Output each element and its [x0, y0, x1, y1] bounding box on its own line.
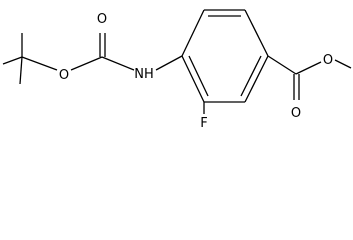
atom-o-ester-methoxy: O	[323, 53, 333, 68]
bond-nh-ring	[155, 55, 183, 71]
structure-canvas: O O NH F O O	[2, 9, 352, 131]
atom-nh: NH	[134, 67, 154, 82]
carbamate-group: O O NH	[59, 12, 183, 83]
bond-tbu-c-ch3-bottom	[19, 56, 23, 85]
fluoro-substituent: F	[200, 102, 208, 131]
atom-f: F	[200, 116, 207, 131]
benzene-ring	[181, 9, 269, 103]
bond-o-methyl	[334, 59, 352, 69]
ring-bond-3	[244, 9, 269, 57]
atom-o-carbamate-carbonyl: O	[97, 12, 107, 27]
bond-o-carbamate-c	[70, 56, 103, 71]
bond-c-nh	[101, 56, 135, 71]
atom-o-carbamate-ester: O	[59, 68, 69, 83]
bond-ring-ester-c	[267, 55, 297, 75]
ring-bond-1	[181, 9, 205, 57]
atom-o-ester-carbonyl: O	[291, 106, 301, 121]
tert-butyl-group	[2, 33, 58, 85]
molecule-structure: O O NH F O O	[2, 9, 352, 131]
bond-tbu-c-ch3-left	[2, 56, 23, 65]
ring-bond-4	[244, 55, 269, 103]
bond-tbu-c-o	[21, 56, 58, 71]
bond-ester-c-o-methoxy	[295, 61, 322, 75]
ring-bond-4-inner	[240, 55, 262, 97]
ring-bond-6	[181, 55, 205, 103]
methyl-ester-group: O O	[267, 53, 352, 121]
ring-bond-6-inner	[188, 55, 209, 97]
